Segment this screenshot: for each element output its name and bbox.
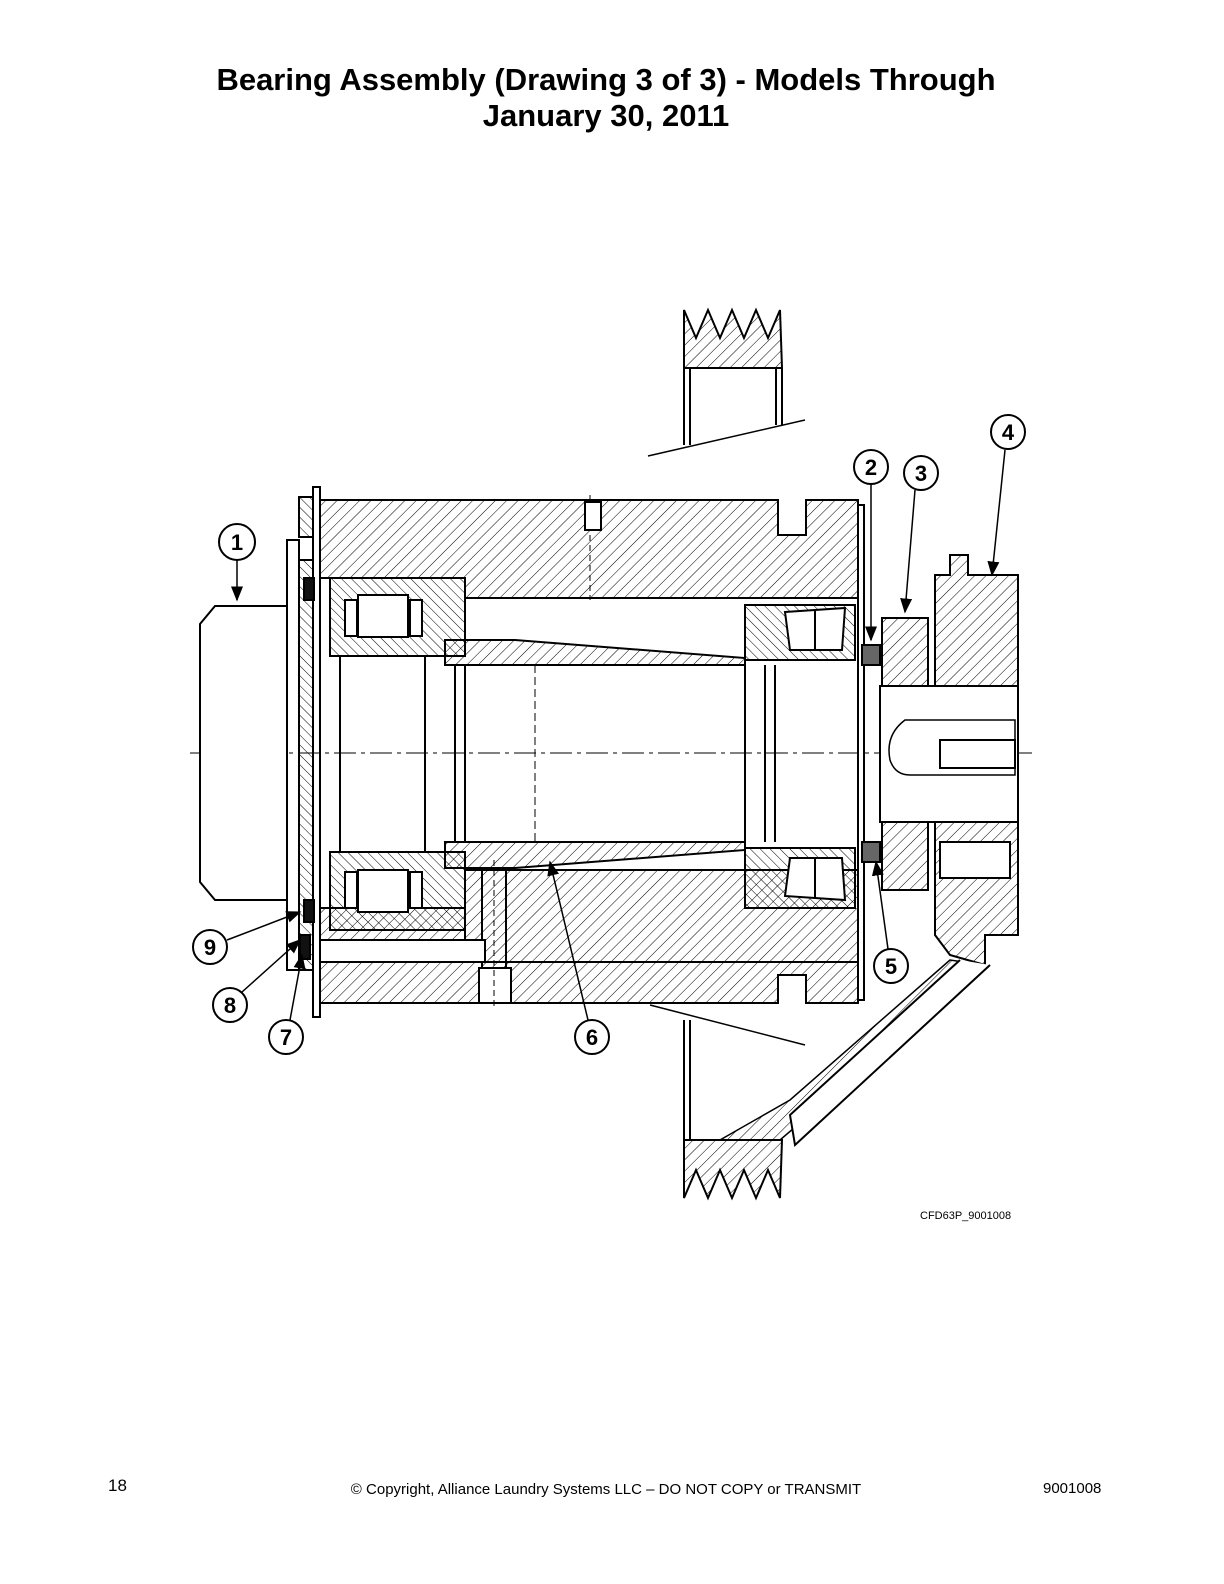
seal-plates xyxy=(286,486,321,1018)
hub xyxy=(934,554,1019,967)
right-bearing-upper xyxy=(744,604,856,661)
callout-5-label: 5 xyxy=(885,954,897,979)
tapered-sleeve-upper xyxy=(444,639,746,666)
callout-4-label: 4 xyxy=(1002,420,1015,445)
tapered-sleeve-lower xyxy=(444,841,746,869)
copyright-notice: © Copyright, Alliance Laundry Systems LL… xyxy=(350,1481,862,1498)
document-number: 9001008 xyxy=(1043,1480,1102,1497)
left-bearing-upper xyxy=(329,577,466,657)
right-bearing-lower xyxy=(744,847,856,909)
callout-7: 7 xyxy=(268,953,306,1055)
page-title-line-2: January 30, 2011 xyxy=(482,98,730,133)
feed-pipe xyxy=(717,959,991,1147)
pulley-lower xyxy=(649,1004,806,1201)
callout-6: 6 xyxy=(547,860,610,1055)
callout-3: 3 xyxy=(900,455,939,614)
callout-7-label: 7 xyxy=(280,1025,292,1050)
page-title-line-1: Bearing Assembly (Drawing 3 of 3) - Mode… xyxy=(216,62,996,97)
spacer-upper xyxy=(861,644,881,666)
callout-5: 5 xyxy=(871,860,909,984)
page-number: 18 xyxy=(108,1476,127,1495)
callout-8: 8 xyxy=(212,938,302,1023)
callout-9-label: 9 xyxy=(204,935,216,960)
left-bearing-lower xyxy=(329,851,466,931)
callout-1: 1 xyxy=(218,523,256,602)
nut-lower xyxy=(881,821,929,891)
callout-2-label: 2 xyxy=(865,455,877,480)
shaft-stub xyxy=(199,605,288,901)
pulley-upper xyxy=(647,307,806,457)
nut-upper xyxy=(881,617,929,687)
callout-2: 2 xyxy=(853,449,889,642)
callout-9: 9 xyxy=(192,911,302,965)
shaft-bore xyxy=(339,655,776,853)
retaining-plate xyxy=(857,504,865,1001)
page-title: Bearing Assembly (Drawing 3 of 3) - Mode… xyxy=(0,62,1212,134)
callout-1-label: 1 xyxy=(231,530,243,555)
shaft-end xyxy=(879,685,1019,823)
callout-8-label: 8 xyxy=(224,993,236,1018)
spacer-lower xyxy=(861,841,881,863)
callout-3-label: 3 xyxy=(915,461,927,486)
figure-code: CFD63P_9001008 xyxy=(920,1210,1012,1222)
callout-6-label: 6 xyxy=(586,1025,598,1050)
callout-4: 4 xyxy=(987,414,1026,577)
